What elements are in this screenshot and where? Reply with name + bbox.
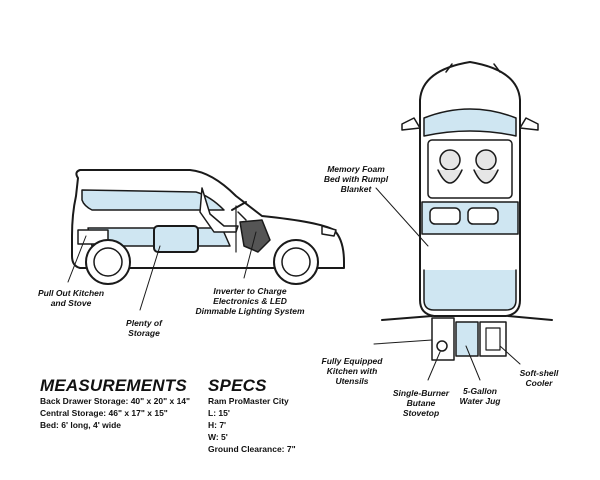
bed-pillows	[429, 207, 499, 225]
callout-butane-stove: Single-Burner Butane Stovetop	[392, 388, 450, 418]
spec-line: Ram ProMaster City	[208, 396, 289, 406]
callout-water-jug: 5-Gallon Water Jug	[459, 386, 501, 406]
measurement-line: Central Storage: 46" x 17" x 15"	[40, 408, 168, 418]
callout-cooler: Soft-shell Cooler	[519, 368, 559, 388]
headlight	[321, 225, 337, 237]
callout-pull-out-kitchen: Pull Out Kitchen and Stove	[37, 288, 105, 308]
stove-icon	[436, 340, 448, 352]
front-seats	[437, 149, 499, 184]
specs-heading: SPECS	[208, 376, 267, 395]
storage-box	[153, 225, 199, 253]
windshield	[423, 108, 517, 137]
callout-memory-foam: Memory Foam Bed with Rumpl Blanket	[323, 164, 389, 194]
left-mirror	[401, 117, 421, 131]
callout-plenty-storage: Plenty of Storage	[126, 318, 162, 338]
measurements-heading: MEASUREMENTS	[40, 376, 187, 395]
cab-area	[427, 139, 513, 199]
spec-line: H: 7'	[208, 420, 227, 430]
water-jug	[455, 321, 479, 357]
rear-wheel	[85, 239, 131, 285]
front-wheel	[273, 239, 319, 285]
spec-line: L: 15'	[208, 408, 230, 418]
van-top-view	[373, 61, 553, 381]
driver-seat	[199, 187, 239, 233]
spec-line: W: 5'	[208, 432, 228, 442]
callout-kitchen-utensils: Fully Equipped Kitchen with Utensils	[321, 356, 383, 386]
measurement-line: Back Drawer Storage: 40" x 20" x 14"	[40, 396, 191, 406]
steering-wheel	[231, 201, 247, 211]
van-side-view	[67, 169, 345, 311]
callout-inverter: Inverter to Charge Electronics & LED Dim…	[195, 286, 305, 316]
kitchen-box	[431, 317, 455, 361]
spec-line: Ground Clearance: 7"	[208, 444, 296, 454]
rear-window	[423, 269, 517, 311]
measurement-line: Bed: 6' long, 4' wide	[40, 420, 122, 430]
right-mirror	[519, 117, 539, 131]
